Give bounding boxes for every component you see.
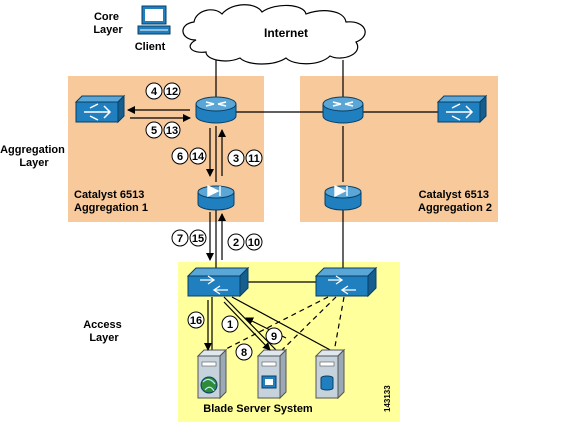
svg-text:4: 4	[151, 86, 158, 98]
step-7: 7	[171, 229, 189, 247]
svg-text:11: 11	[248, 153, 260, 165]
switch-icon	[314, 266, 378, 298]
svg-text:9: 9	[271, 331, 277, 343]
step-5: 5	[145, 121, 163, 139]
firewall-icon	[197, 184, 235, 211]
cloud-icon	[182, 4, 366, 65]
step-9: 9	[265, 327, 283, 345]
internet-label: Internet	[264, 26, 308, 40]
router-icon	[322, 96, 364, 124]
svg-text:1: 1	[227, 319, 233, 331]
step-14: 14	[189, 147, 207, 165]
svg-text:3: 3	[233, 153, 239, 165]
server-icon	[196, 348, 228, 400]
svg-text:12: 12	[166, 86, 178, 98]
step-10: 10	[245, 233, 263, 251]
core-layer-label: Core Layer	[93, 11, 123, 36]
svg-text:10: 10	[248, 237, 260, 249]
switch-icon	[436, 94, 488, 124]
step-13: 13	[163, 121, 181, 139]
server-icon	[256, 348, 288, 400]
step-6: 6	[171, 147, 189, 165]
step-1: 1	[221, 315, 239, 333]
figure-id: 143133	[383, 385, 392, 412]
svg-text:14: 14	[192, 151, 205, 163]
step-3: 3	[227, 149, 245, 167]
svg-text:8: 8	[241, 347, 247, 359]
svg-text:6: 6	[177, 151, 183, 163]
dashed-links	[219, 296, 345, 353]
blade-server-label: Blade Server System	[203, 403, 313, 415]
step-8: 8	[235, 343, 253, 361]
computer-icon	[137, 5, 171, 35]
switch-icon	[74, 94, 126, 124]
aggregation-2-label: Catalyst 6513 Aggregation 2	[418, 189, 492, 214]
router-icon	[195, 96, 237, 124]
server-icon	[314, 348, 346, 400]
svg-text:16: 16	[190, 315, 202, 327]
links	[211, 60, 438, 353]
step-15: 15	[189, 229, 207, 247]
aggregation-layer-label: Aggregation Layer	[0, 144, 68, 169]
switch-icon	[186, 266, 250, 298]
step-16: 16	[187, 311, 205, 329]
step-4: 4	[145, 82, 163, 100]
svg-text:2: 2	[233, 237, 239, 249]
svg-text:5: 5	[151, 125, 157, 137]
step-12: 12	[163, 82, 181, 100]
firewall-icon	[324, 184, 362, 211]
svg-text:7: 7	[177, 233, 183, 245]
step-2: 2	[227, 233, 245, 251]
step-11: 11	[245, 149, 263, 167]
svg-text:13: 13	[166, 125, 178, 137]
access-layer-label: Access Layer	[83, 319, 125, 344]
client-label: Client	[135, 41, 166, 53]
svg-text:15: 15	[192, 233, 204, 245]
aggregation-1-label: Catalyst 6513 Aggregation 1	[74, 189, 148, 214]
